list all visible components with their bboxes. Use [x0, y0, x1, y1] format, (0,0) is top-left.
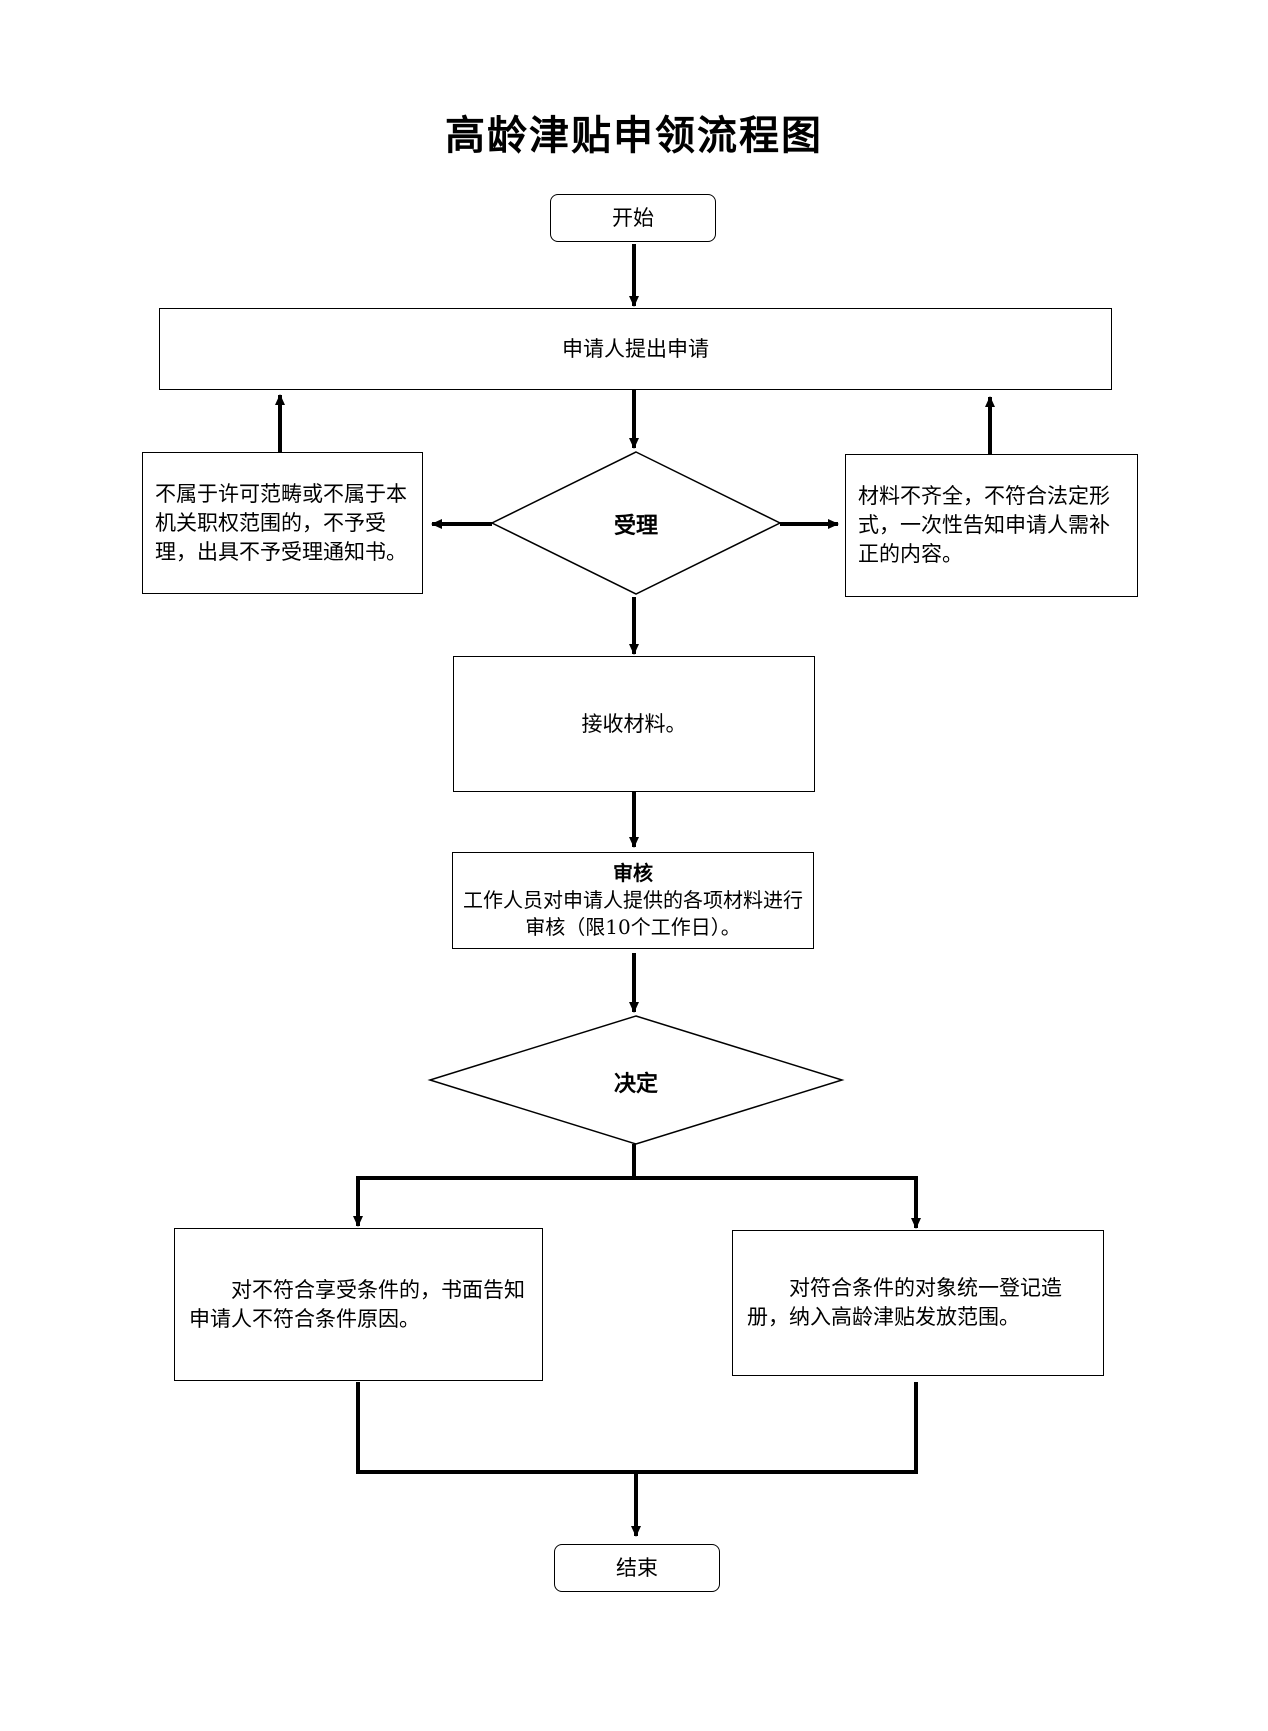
accept-label: 受理: [613, 514, 658, 539]
supplement-node: 材料不齐全，不符合法定形式，一次性告知申请人需补正的内容。: [845, 454, 1138, 597]
page-title: 高龄津贴申领流程图: [445, 113, 823, 159]
decide-diamond: [427, 1015, 845, 1145]
eligible-node: 对符合条件的对象统一登记造册，纳入高龄津贴发放范围。: [732, 1230, 1104, 1376]
reject-node: 不属于许可范畴或不属于本机关职权范围的，不予受理，出具不予受理通知书。: [142, 452, 423, 594]
receive-node: 接收材料。: [453, 656, 815, 792]
end-node: 结束: [554, 1544, 720, 1592]
review-title: 审核: [613, 861, 653, 885]
accept-diamond: [490, 451, 782, 595]
start-node: 开始: [550, 194, 716, 242]
not-eligible-node: 对不符合享受条件的，书面告知申请人不符合条件原因。: [174, 1228, 543, 1381]
review-node: 审核 工作人员对申请人提供的各项材料进行审核（限10个工作日）。: [452, 852, 814, 949]
decide-label: 决定: [613, 1072, 658, 1097]
review-text: 工作人员对申请人提供的各项材料进行审核（限10个工作日）。: [463, 888, 803, 939]
apply-node: 申请人提出申请: [159, 308, 1112, 390]
